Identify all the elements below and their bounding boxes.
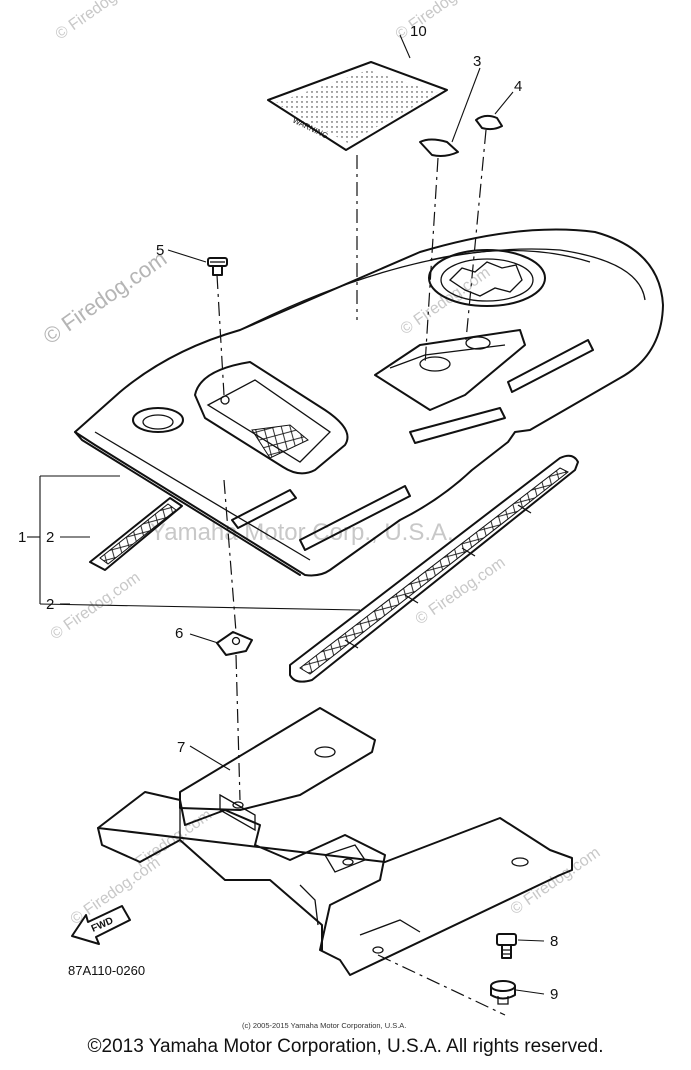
clip-nut-part-6 <box>216 631 253 656</box>
watermark-right-lower: © Firedog.com <box>413 554 509 628</box>
callout-1: 1 <box>18 529 26 546</box>
callout-5: 5 <box>156 242 164 259</box>
callout-4: 4 <box>514 78 522 95</box>
footer-copyright: ©2013 Yamaha Motor Corporation, U.S.A. A… <box>87 1036 604 1057</box>
engine-hood <box>74 228 664 577</box>
watermark-top: © Firedog.com <box>53 0 149 43</box>
diagram-code: 87A110-0260 <box>68 963 145 978</box>
callout-6: 6 <box>175 625 183 642</box>
callout-2b: 2 <box>46 596 54 613</box>
bolt-part-8 <box>496 933 517 959</box>
vent-grille-right <box>289 454 579 683</box>
leader-lines <box>27 34 545 995</box>
watermark-main: © Firedog.com <box>39 246 172 349</box>
cap-part-3 <box>419 138 459 157</box>
screw-part-5 <box>207 257 228 276</box>
callout-10: 10 <box>410 23 427 40</box>
callouts: 10 3 4 5 1 2 2 6 7 8 9 <box>18 23 558 1003</box>
callout-2a: 2 <box>46 529 54 546</box>
bracket-tray-part-7 <box>97 707 573 976</box>
cap-part-4 <box>475 114 503 131</box>
callout-3: 3 <box>473 53 481 70</box>
warning-decal: WARNING <box>267 61 448 151</box>
small-copyright: (c) 2005-2015 Yamaha Motor Corporation, … <box>242 1021 406 1030</box>
washer-part-9 <box>490 980 516 1005</box>
vent-grille-left <box>89 497 183 571</box>
callout-7: 7 <box>177 739 185 756</box>
assembly-lines <box>216 129 506 1016</box>
watermark-top-right: © Firedog.com <box>393 0 489 43</box>
watermark-bottom-right: © Firedog.com <box>508 844 604 918</box>
callout-9: 9 <box>550 986 558 1003</box>
callout-8: 8 <box>550 933 558 950</box>
